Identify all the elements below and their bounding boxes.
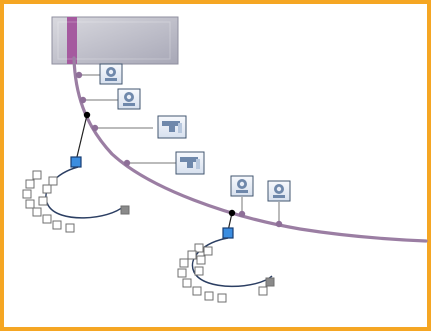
hub-node	[70, 156, 82, 168]
junction-node	[275, 220, 283, 228]
terminal-icon	[175, 151, 205, 175]
ring-hubs	[70, 156, 234, 239]
camera-icon	[230, 175, 254, 197]
junction-node	[228, 209, 236, 217]
ring-nodes	[177, 243, 275, 303]
camera-icon	[267, 180, 291, 202]
camera-icon	[99, 63, 123, 85]
junction-node	[75, 71, 83, 79]
junction-node	[79, 96, 87, 104]
junction-node	[123, 159, 131, 167]
ring-nodes	[22, 170, 130, 233]
junction-node	[91, 124, 99, 132]
junction-node	[83, 111, 91, 119]
junctions	[75, 71, 283, 228]
ring-network-icon	[177, 237, 275, 303]
camera-icon	[117, 88, 141, 110]
terminal-icon	[157, 115, 187, 139]
attachment-icons	[99, 63, 291, 202]
junction-node	[238, 210, 246, 218]
server-block-icon	[51, 16, 179, 65]
hub-node	[222, 227, 234, 239]
ring-network-icon	[22, 166, 130, 233]
